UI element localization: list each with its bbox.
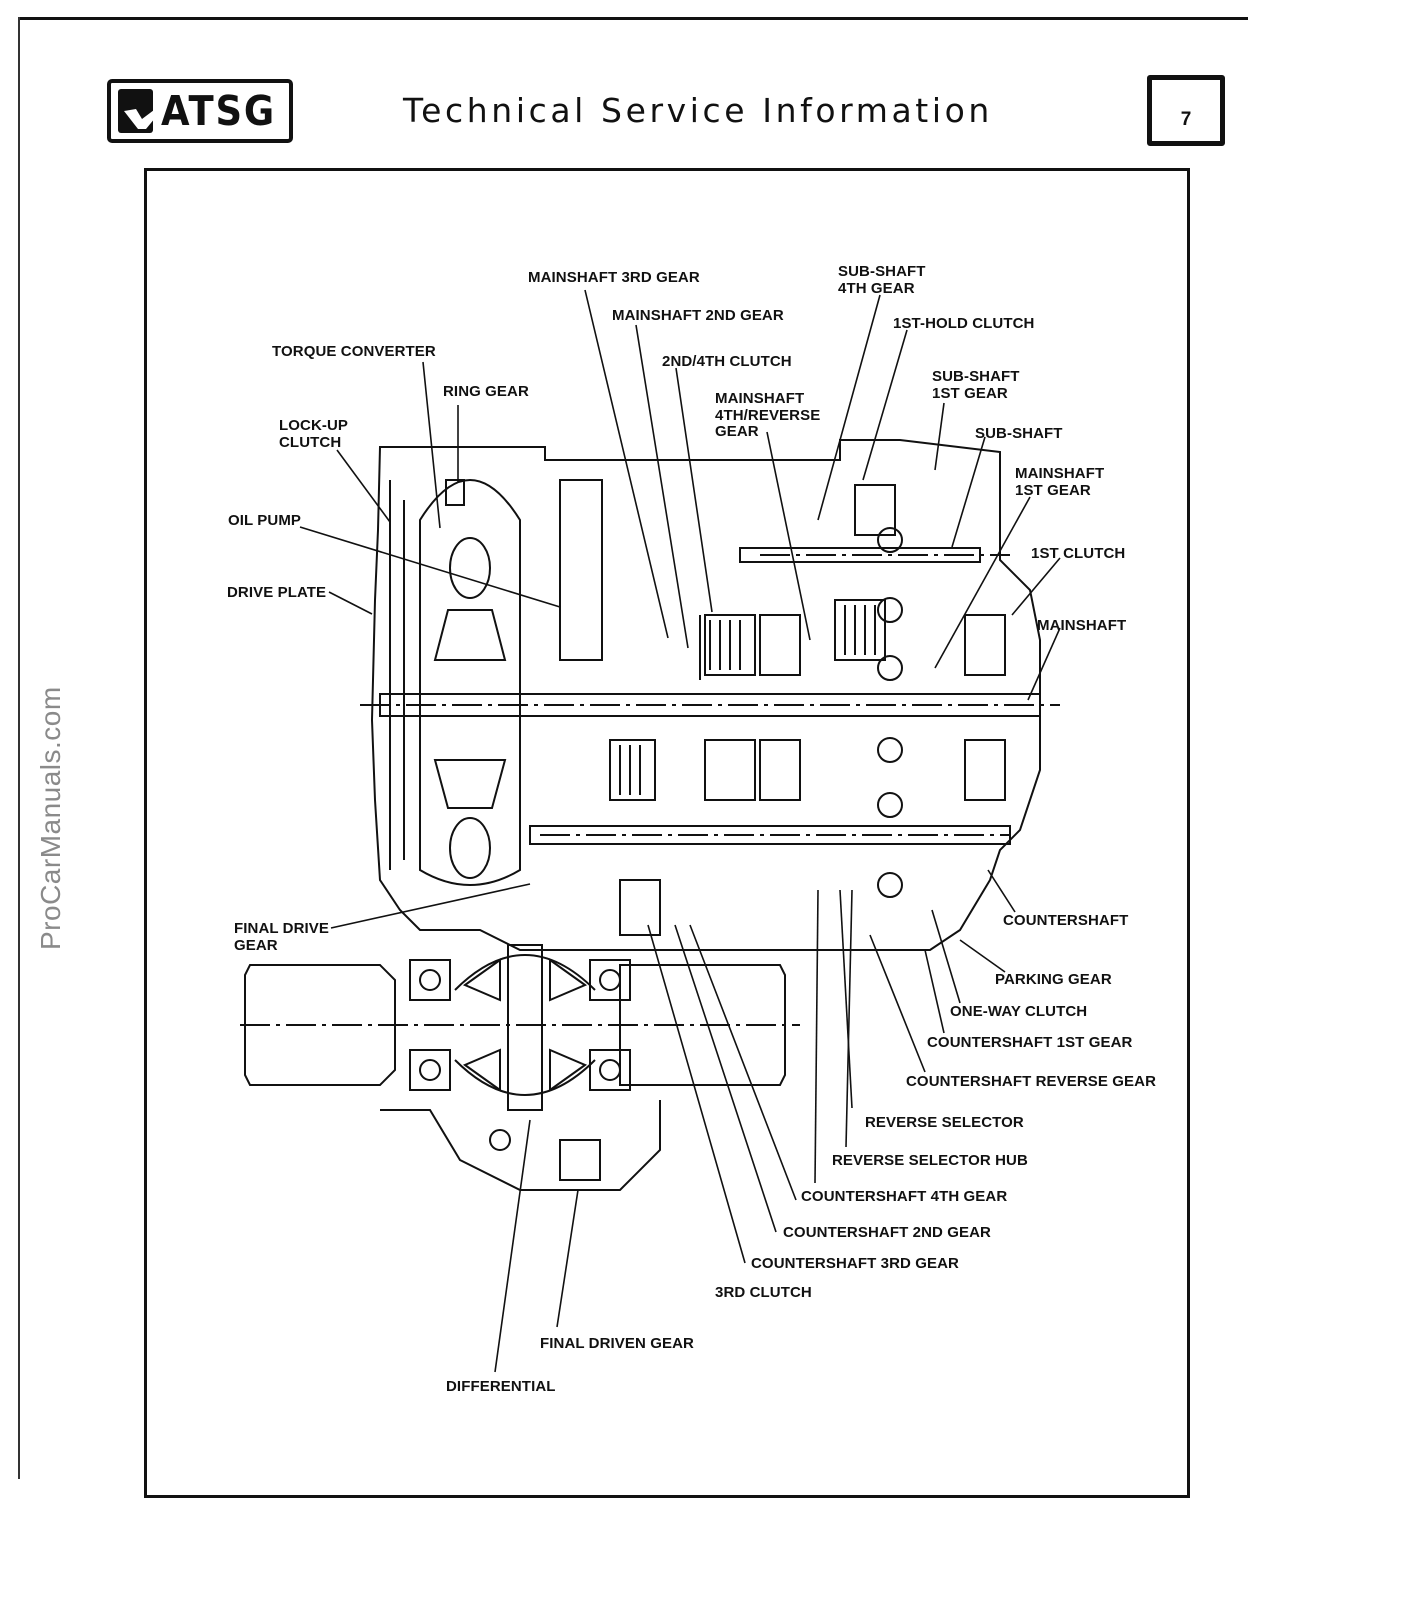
label-mainshaft: MAINSHAFT xyxy=(1037,617,1127,634)
label-2nd-4th-clutch: 2ND/4TH CLUTCH xyxy=(662,353,792,370)
label-one-way-clutch: ONE-WAY CLUTCH xyxy=(950,1003,1088,1020)
page-number-text: 7 xyxy=(1180,109,1192,130)
label-line: SUB-SHAFT xyxy=(838,263,926,280)
label-line: SUB-SHAFT xyxy=(932,368,1020,385)
mainshaft-line xyxy=(360,547,1060,845)
label-countershaft-1st-gear: COUNTERSHAFT 1ST GEAR xyxy=(927,1034,1133,1051)
label-1st-hold-clutch: 1ST-HOLD CLUTCH xyxy=(893,315,1035,332)
label-line: 1ST GEAR xyxy=(932,384,1008,402)
label-line: MAINSHAFT xyxy=(1015,465,1105,482)
label-line: GEAR xyxy=(234,936,278,954)
label-line: 4TH GEAR xyxy=(838,279,915,297)
page-title: Technical Service Information xyxy=(403,91,993,130)
label-line: MAINSHAFT xyxy=(715,390,805,407)
label-line: 4TH/REVERSE xyxy=(715,406,821,424)
label-mainshaft-2nd-gear: MAINSHAFT 2ND GEAR xyxy=(612,307,784,324)
clutch-packs xyxy=(609,484,1006,936)
label-parking-gear: PARKING GEAR xyxy=(995,971,1112,988)
label-line: FINAL DRIVE xyxy=(234,920,329,937)
figure-frame xyxy=(144,168,1190,1498)
label-countershaft: COUNTERSHAFT xyxy=(1003,912,1129,929)
label-final-driven-gear: FINAL DRIVEN GEAR xyxy=(540,1335,694,1352)
label-countershaft-reverse-gear: COUNTERSHAFT REVERSE GEAR xyxy=(906,1073,1157,1090)
label-3rd-clutch: 3RD CLUTCH xyxy=(715,1284,812,1301)
label-reverse-selector-hub: REVERSE SELECTOR HUB xyxy=(832,1152,1028,1169)
label-drive-plate: DRIVE PLATE xyxy=(227,584,327,601)
logo-text: ATSG xyxy=(161,87,277,135)
label-differential: DIFFERENTIAL xyxy=(446,1378,556,1395)
label-1st-clutch: 1ST CLUTCH xyxy=(1031,545,1126,562)
label-countershaft-2nd-gear: COUNTERSHAFT 2ND GEAR xyxy=(783,1224,991,1241)
label-oil-pump: OIL PUMP xyxy=(228,512,302,529)
label-torque-converter: TORQUE CONVERTER xyxy=(272,343,436,360)
checkmark-icon xyxy=(118,89,174,133)
label-line: 1ST GEAR xyxy=(1015,481,1091,499)
label-ring-gear: RING GEAR xyxy=(443,383,529,400)
page-top-rule xyxy=(18,17,1248,20)
atsg-logo: ATSG xyxy=(107,79,293,143)
differential-assembly xyxy=(240,944,800,1191)
label-countershaft-4th-gear: COUNTERSHAFT 4TH GEAR xyxy=(801,1188,1008,1205)
label-mainshaft-3rd-gear: MAINSHAFT 3RD GEAR xyxy=(528,269,700,286)
label-countershaft-3rd-gear: COUNTERSHAFT 3RD GEAR xyxy=(751,1255,959,1272)
page-left-rule xyxy=(18,17,20,1479)
label-reverse-selector: REVERSE SELECTOR xyxy=(865,1114,1024,1131)
page-number: 7 xyxy=(1147,75,1225,146)
label-line: GEAR xyxy=(715,423,759,440)
label-line: LOCK-UP xyxy=(279,417,349,434)
label-line: CLUTCH xyxy=(279,433,342,451)
leader-lines xyxy=(299,289,1061,1373)
label-sub-shaft: SUB-SHAFT xyxy=(975,425,1063,442)
transmission-housing xyxy=(370,439,1041,951)
